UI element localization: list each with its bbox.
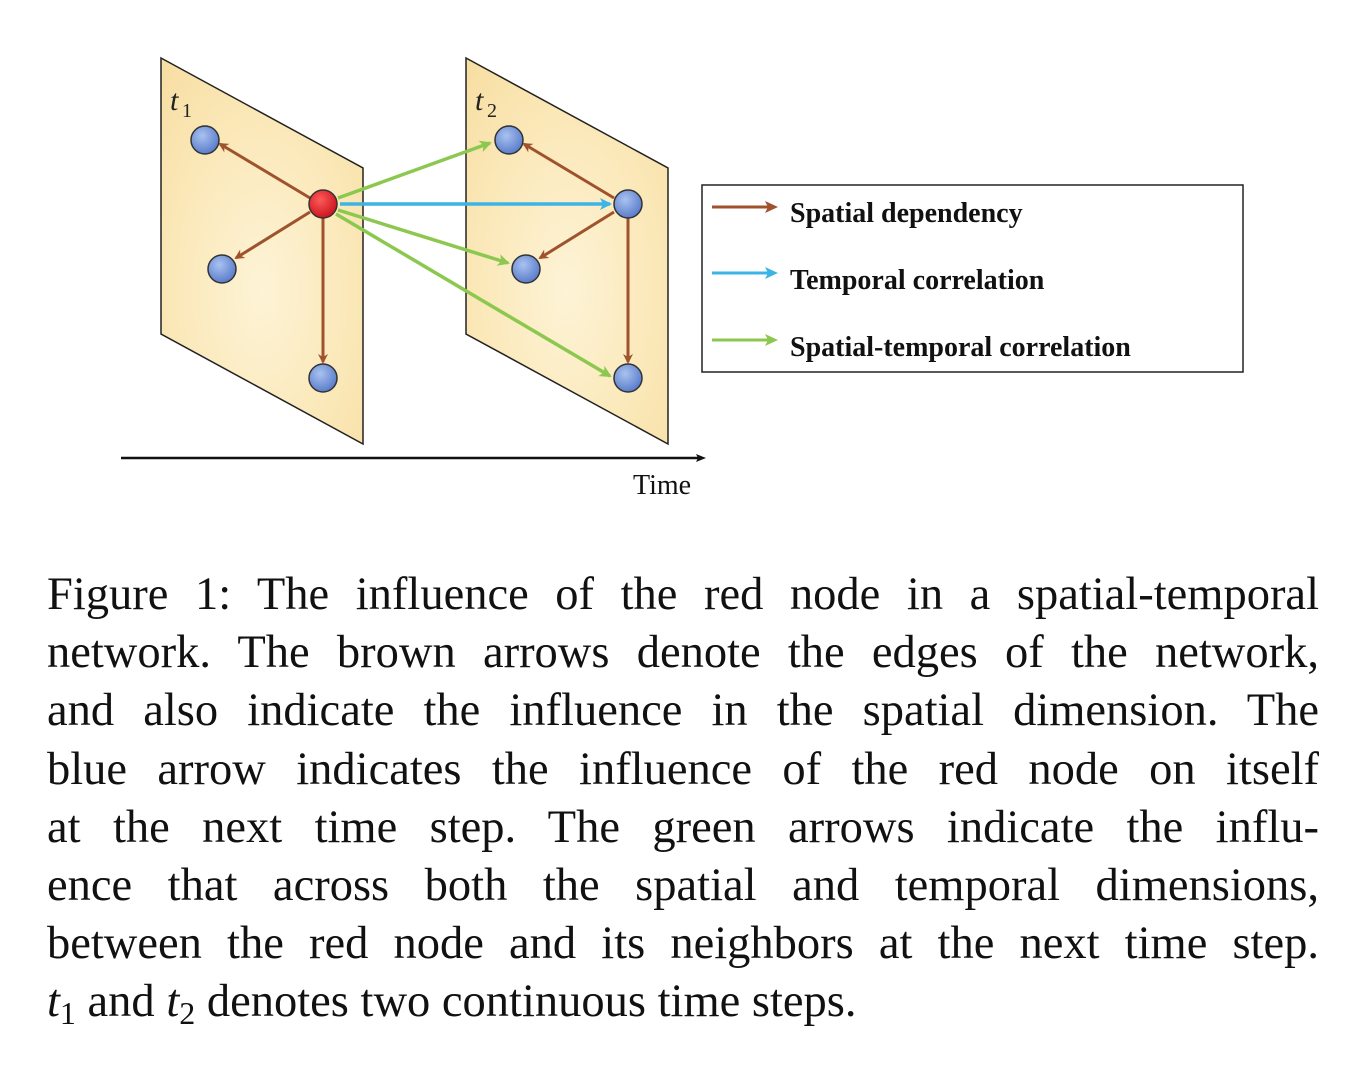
nodes-t2 — [494, 125, 643, 393]
legend: Spatial dependency Temporal correlation … — [701, 184, 1244, 373]
caption-last-line: t1 and t2 denotes two continuous time st… — [47, 976, 857, 1032]
time-axis-label: Time — [633, 470, 691, 501]
legend-label-spatial: Spatial dependency — [790, 198, 1023, 229]
node-blue — [207, 254, 237, 284]
spatial-edges-t2 — [522, 142, 633, 364]
node-blue — [494, 125, 524, 155]
legend-item-temporal: Temporal correlation — [712, 265, 1045, 296]
caption-line: Figure 1: The influence of the red node … — [47, 569, 1319, 620]
plane-t2-label: t — [475, 84, 484, 117]
node-blue — [613, 189, 643, 219]
plane-t1: t 1 — [160, 56, 364, 446]
plane-t2-subscript: 2 — [487, 100, 497, 122]
spatial-temporal-diagram: t 1 t 2 — [121, 56, 1244, 501]
caption-line: ence that across both the spatial and te… — [47, 859, 1319, 911]
node-blue — [308, 363, 338, 393]
plane-t1-subscript: 1 — [182, 100, 192, 122]
plane-t2: t 2 — [465, 56, 669, 446]
math-t1: t1 — [47, 976, 76, 1032]
caption-line: and also indicate the influence in the s… — [47, 685, 1319, 737]
spatial-temporal-edges — [335, 140, 612, 378]
legend-label-spatial-temporal: Spatial-temporal correlation — [790, 332, 1131, 363]
node-blue — [613, 363, 643, 393]
legend-label-temporal: Temporal correlation — [790, 265, 1045, 296]
legend-item-spatial: Spatial dependency — [712, 198, 1023, 229]
time-axis: Time — [121, 454, 706, 501]
plane-t1-label: t — [170, 84, 179, 117]
nodes-t1 — [190, 125, 338, 393]
caption-line: network. The brown arrows denote the edg… — [47, 627, 1319, 679]
figure-caption: Figure 1: The influence of the red node … — [47, 566, 1319, 1032]
caption-line: blue arrow indicates the influence of th… — [47, 743, 1319, 795]
caption-line: at the next time step. The green arrows … — [47, 801, 1319, 853]
node-blue — [511, 254, 541, 284]
legend-item-spatial-temporal: Spatial-temporal correlation — [712, 332, 1131, 363]
caption-line: between the red node and its neighbors a… — [47, 918, 1319, 970]
math-t2: t2 — [166, 976, 196, 1032]
node-blue — [190, 125, 220, 155]
node-red — [308, 189, 338, 219]
spatial-edges-t1 — [218, 142, 328, 364]
